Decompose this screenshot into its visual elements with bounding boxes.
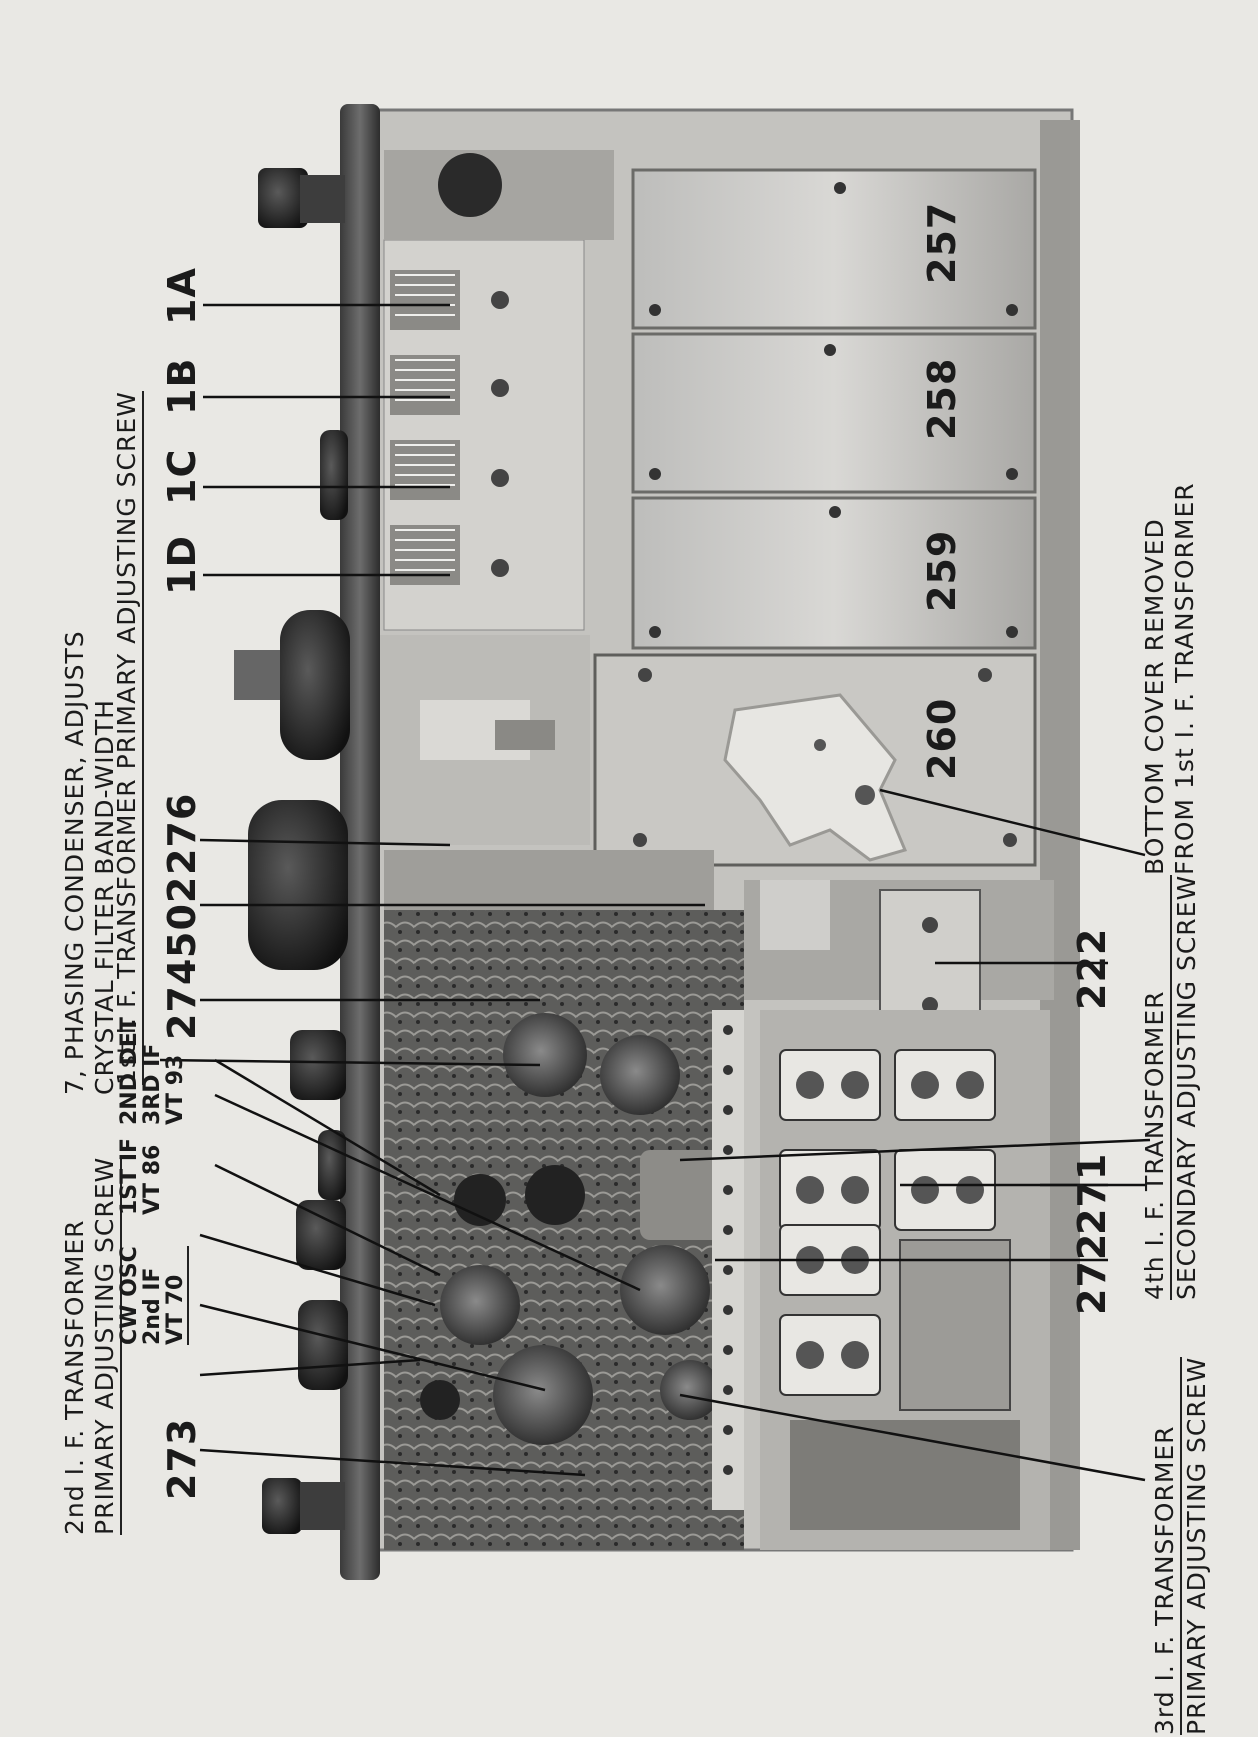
bottom-cover-line1: BOTTOM COVER REMOVED bbox=[1140, 518, 1169, 875]
tube-cw-osc-label: CW OSC 2nd IF VT 70 bbox=[117, 1246, 190, 1345]
can-259-label: 259 bbox=[920, 529, 964, 612]
callout-1b: 1B bbox=[160, 357, 204, 415]
third-if-caption: 3rd I. F. TRANSFORMER PRIMARY ADJUSTING … bbox=[1150, 1356, 1212, 1735]
fourth-if-line1: 4th I. F. TRANSFORMER bbox=[1140, 874, 1172, 1300]
third-if-line2: PRIMARY ADJUSTING SCREW bbox=[1182, 1356, 1211, 1735]
tube-1st-if-label: 1ST IF VT 86 bbox=[117, 1137, 166, 1215]
first-if-caption: 1st I. F. TRANSFORMER PRIMARY ADJUSTING … bbox=[112, 391, 144, 1085]
callout-272: 272 bbox=[1070, 1232, 1114, 1315]
callout-276: 276 bbox=[160, 792, 204, 875]
second-if-caption-line2: PRIMARY ADJUSTING SCREW bbox=[90, 1156, 119, 1535]
callout-273: 273 bbox=[160, 1417, 204, 1500]
third-if-line1: 3rd I. F. TRANSFORMER bbox=[1150, 1356, 1182, 1735]
callout-271: 271 bbox=[1070, 1152, 1114, 1235]
callout-222: 222 bbox=[1070, 927, 1114, 1010]
phasing-caption-line1: 7, PHASING CONDENSER, ADJUSTS bbox=[60, 630, 89, 1095]
can-257-label: 257 bbox=[920, 201, 964, 284]
callout-1d: 1D bbox=[160, 535, 204, 595]
fourth-if-caption: 4th I. F. TRANSFORMER SECONDARY ADJUSTIN… bbox=[1140, 874, 1202, 1300]
callout-502: 502 bbox=[160, 875, 204, 958]
callout-1c: 1C bbox=[160, 448, 204, 505]
second-if-caption-line1: 2nd I. F. TRANSFORMER bbox=[60, 1219, 89, 1535]
bottom-cover-caption: BOTTOM COVER REMOVED FROM 1st I. F. TRAN… bbox=[1140, 482, 1200, 875]
can-258-label: 258 bbox=[920, 357, 964, 440]
phasing-condenser-caption: 7, PHASING CONDENSER, ADJUSTS CRYSTAL FI… bbox=[60, 630, 120, 1095]
tube-2nd-det-label: 2ND DET 3RD IF VT 93 bbox=[117, 1017, 189, 1125]
second-if-caption: 2nd I. F. TRANSFORMER PRIMARY ADJUSTING … bbox=[60, 1156, 122, 1535]
callout-1a: 1A bbox=[160, 267, 204, 325]
can-260-label: 260 bbox=[920, 697, 964, 780]
fourth-if-line2: SECONDARY ADJUSTING SCREW bbox=[1172, 874, 1201, 1300]
bottom-cover-line2: FROM 1st I. F. TRANSFORMER bbox=[1170, 482, 1199, 875]
